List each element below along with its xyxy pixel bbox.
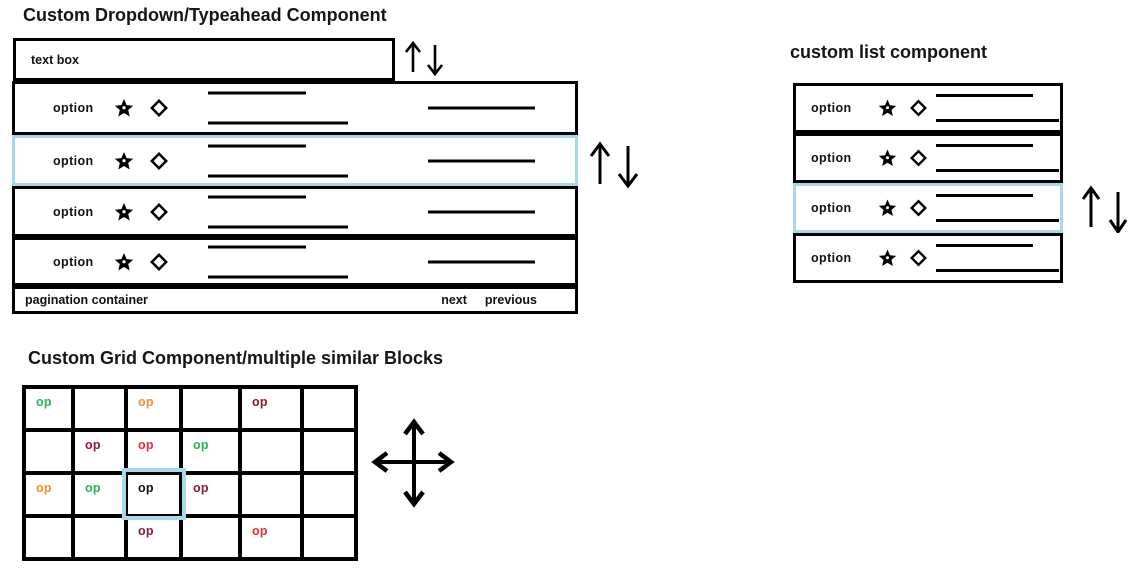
up-down-arrows-icon (1078, 183, 1132, 235)
grid-cell[interactable]: op (181, 473, 240, 516)
pagination-previous-button[interactable]: previous (484, 293, 537, 307)
diamond-icon (910, 99, 927, 117)
grid-cell[interactable]: op (73, 430, 126, 473)
dropdown-option-row[interactable]: option (12, 186, 578, 237)
grid-cell[interactable]: op (73, 473, 126, 516)
star-icon (878, 249, 897, 267)
option-label: option (811, 251, 852, 265)
grid-cell[interactable] (240, 473, 302, 516)
list-item[interactable]: option (793, 133, 1063, 183)
placeholder-text-lines (208, 195, 348, 228)
grid-component: op op op op op op op op op op op op (22, 385, 358, 561)
option-label: option (53, 153, 94, 168)
placeholder-line (428, 106, 535, 110)
grid-cell[interactable] (73, 516, 126, 559)
diamond-icon (150, 252, 168, 271)
placeholder-text-lines (936, 144, 1059, 172)
dropdown-option-row-selected[interactable]: option (12, 135, 578, 186)
dropdown-title: Custom Dropdown/Typeahead Component (23, 5, 387, 25)
grid-cell[interactable] (24, 430, 73, 473)
grid-cell[interactable]: op (24, 473, 73, 516)
grid-cell[interactable]: op (24, 387, 73, 430)
list-item-selected[interactable]: option (793, 183, 1063, 233)
diamond-icon (910, 249, 927, 267)
grid-cell[interactable] (24, 516, 73, 559)
option-label: option (811, 151, 852, 165)
placeholder-line (428, 260, 535, 263)
diamond-icon (150, 202, 168, 221)
grid-cell[interactable] (181, 387, 240, 430)
star-icon (878, 199, 897, 217)
list-item[interactable]: option (793, 83, 1063, 133)
grid-cell-selected[interactable]: op (126, 473, 181, 516)
list-title: custom list component (790, 42, 988, 62)
grid-cell[interactable] (181, 516, 240, 559)
option-label: option (53, 204, 94, 219)
grid-cell[interactable]: op (240, 387, 302, 430)
option-label: option (53, 254, 94, 269)
grid-cell[interactable]: op (126, 516, 181, 559)
list-item[interactable]: option (793, 233, 1063, 283)
placeholder-text-lines (208, 91, 348, 125)
grid-cell[interactable] (302, 387, 356, 430)
textbox-label: text box (31, 52, 79, 67)
placeholder-text-lines (936, 94, 1059, 122)
up-down-arrows-icon (585, 139, 643, 189)
pagination-next-button[interactable]: next (441, 293, 467, 307)
star-icon (114, 202, 134, 221)
grid-cell[interactable] (302, 430, 356, 473)
option-label: option (811, 201, 852, 215)
star-icon (114, 252, 134, 271)
grid-cell[interactable] (302, 473, 356, 516)
diamond-icon (910, 199, 927, 217)
placeholder-text-lines (936, 194, 1059, 222)
placeholder-text-lines (936, 244, 1059, 272)
placeholder-text-lines (208, 245, 348, 278)
grid-cell[interactable] (73, 387, 126, 430)
option-label: option (811, 101, 852, 115)
diamond-icon (910, 149, 927, 167)
star-icon (878, 99, 897, 117)
star-icon (878, 149, 897, 167)
grid-title: Custom Grid Component/multiple similar B… (28, 348, 444, 368)
grid-cell[interactable] (302, 516, 356, 559)
star-icon (114, 151, 134, 170)
placeholder-text-lines (208, 144, 348, 177)
option-label: option (53, 101, 94, 115)
grid-cell[interactable] (240, 430, 302, 473)
grid-cell[interactable]: op (126, 430, 181, 473)
star-icon (114, 99, 134, 118)
four-direction-arrows-icon (370, 414, 456, 512)
typeahead-text-input[interactable]: text box (13, 38, 395, 81)
pagination-container: pagination container next previous (12, 286, 578, 314)
grid-cell[interactable]: op (181, 430, 240, 473)
placeholder-line (428, 159, 535, 162)
dropdown-option-row[interactable]: option (12, 81, 578, 135)
up-down-arrows-icon (401, 39, 447, 77)
grid-cell[interactable]: op (126, 387, 181, 430)
placeholder-line (428, 210, 535, 213)
grid-cell[interactable]: op (240, 516, 302, 559)
dropdown-option-row[interactable]: option (12, 237, 578, 286)
pagination-label: pagination container (25, 293, 148, 307)
diamond-icon (150, 151, 168, 170)
diamond-icon (150, 99, 168, 117)
